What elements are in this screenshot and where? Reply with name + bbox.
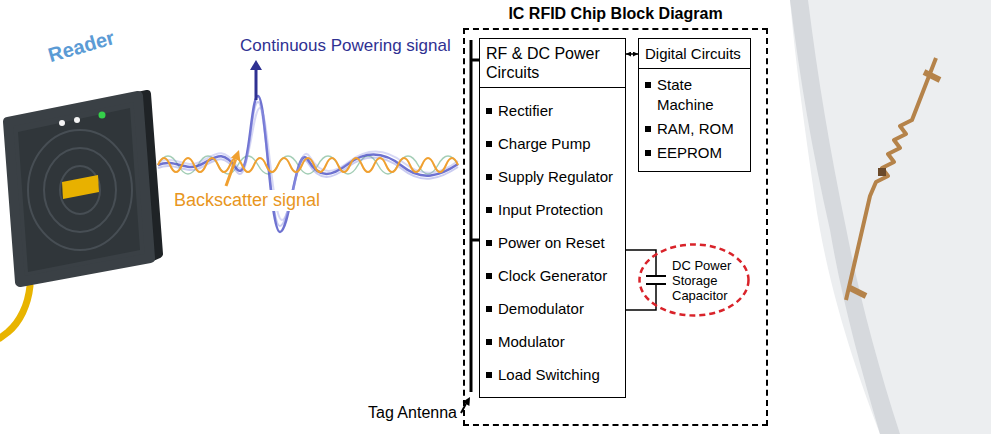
reader-ring — [44, 148, 116, 232]
reader-body — [8, 96, 150, 282]
list-item-text: Demodulator — [498, 300, 584, 317]
bullet-square — [486, 108, 492, 114]
chip-frame: IC RFID Chip Block DiagramRF & DC Power … — [463, 28, 768, 426]
signal-label: Backscatter signal — [172, 190, 322, 211]
reader-ring — [28, 130, 132, 250]
list-item-text: Rectifier — [498, 102, 553, 119]
block-header: Digital Circuits — [639, 39, 750, 69]
list-item: Supply Regulator — [480, 160, 619, 193]
backscatter-wave — [158, 158, 458, 172]
bullet-square — [645, 82, 651, 88]
bullet-list: State MachineRAM, ROM EEPROM — [639, 69, 750, 171]
capacitor-plate — [646, 275, 666, 277]
list-item-text: Load Switching — [498, 366, 600, 383]
bullet-square — [486, 141, 492, 147]
block-header: RF & DC Power Circuits — [480, 39, 625, 88]
block-box: Digital CircuitsState MachineRAM, ROM EEP… — [638, 38, 751, 172]
chip-title: IC RFID Chip Block Diagram — [465, 4, 766, 23]
bullet-square — [486, 372, 492, 378]
list-item-text: State Machine — [657, 76, 714, 113]
leader-arrow — [226, 159, 236, 186]
reader-led — [74, 117, 80, 123]
capacitor-plate — [646, 283, 666, 285]
bullet-square — [645, 150, 651, 156]
list-item-text: Modulator — [498, 333, 565, 350]
reader-logo — [62, 175, 99, 199]
powering-wave — [158, 96, 458, 232]
tag-chip — [878, 168, 886, 176]
tag-antenna-pad — [850, 72, 940, 296]
list-item: State Machine — [639, 75, 744, 115]
arrow-head — [250, 60, 262, 70]
connector — [626, 53, 638, 55]
bullet-square — [486, 174, 492, 180]
list-item: Modulator — [480, 325, 619, 358]
tag-sheet — [790, 0, 991, 434]
list-item-text: Charge Pump — [498, 135, 591, 152]
list-item: Demodulator — [480, 292, 619, 325]
block-heading: RF & DC Power Circuits — [486, 45, 600, 81]
device-label: Reader — [46, 26, 118, 67]
list-item: Rectifier — [480, 94, 619, 127]
tag-sheet-fold — [790, 0, 900, 434]
powering-wave — [158, 102, 458, 226]
arrow-head — [231, 150, 240, 161]
connector — [626, 250, 656, 310]
bullet-list: RectifierCharge PumpSupply RegulatorInpu… — [480, 88, 625, 397]
list-item: EEPROM — [639, 143, 744, 163]
block-box: RF & DC Power CircuitsRectifierCharge Pu… — [479, 38, 626, 398]
reader-panel — [18, 108, 140, 272]
reader-led — [99, 112, 106, 119]
reader-cable — [0, 286, 30, 338]
list-item-text: RAM, ROM — [657, 120, 734, 137]
list-item: Power on Reset — [480, 226, 619, 259]
list-item: Charge Pump — [480, 127, 619, 160]
list-item: Load Switching — [480, 358, 619, 391]
bullet-square — [486, 273, 492, 279]
block-heading: Digital Circuits — [645, 45, 741, 62]
antenna-wire — [471, 40, 479, 392]
bullet-square — [486, 240, 492, 246]
list-item-text: Clock Generator — [498, 267, 607, 284]
list-item-text: Supply Regulator — [498, 168, 613, 185]
signal-label: Continuous Powering signal — [240, 36, 451, 56]
tag-antenna-trace — [846, 58, 936, 300]
list-item-text: EEPROM — [657, 144, 722, 161]
list-item-text: Input Protection — [498, 201, 603, 218]
bullet-square — [486, 207, 492, 213]
capacitor-ellipse: DC Power Storage Capacitor — [638, 243, 750, 317]
reader-ring — [60, 166, 100, 214]
capacitor-label: DC Power Storage Capacitor — [672, 258, 736, 303]
list-item: Clock Generator — [480, 259, 619, 292]
list-item-text: Power on Reset — [498, 234, 605, 251]
antenna-label: Tag Antenna — [368, 404, 457, 422]
powering-wave — [158, 108, 458, 220]
bullet-square — [645, 126, 651, 132]
bullet-square — [486, 339, 492, 345]
red-dashed-ellipse — [640, 245, 749, 316]
bullet-square — [486, 306, 492, 312]
leader-arrow — [255, 69, 258, 100]
reader-led — [59, 120, 65, 126]
list-item: Input Protection — [480, 193, 619, 226]
wave — [158, 156, 458, 174]
list-item: RAM, ROM — [639, 119, 744, 139]
